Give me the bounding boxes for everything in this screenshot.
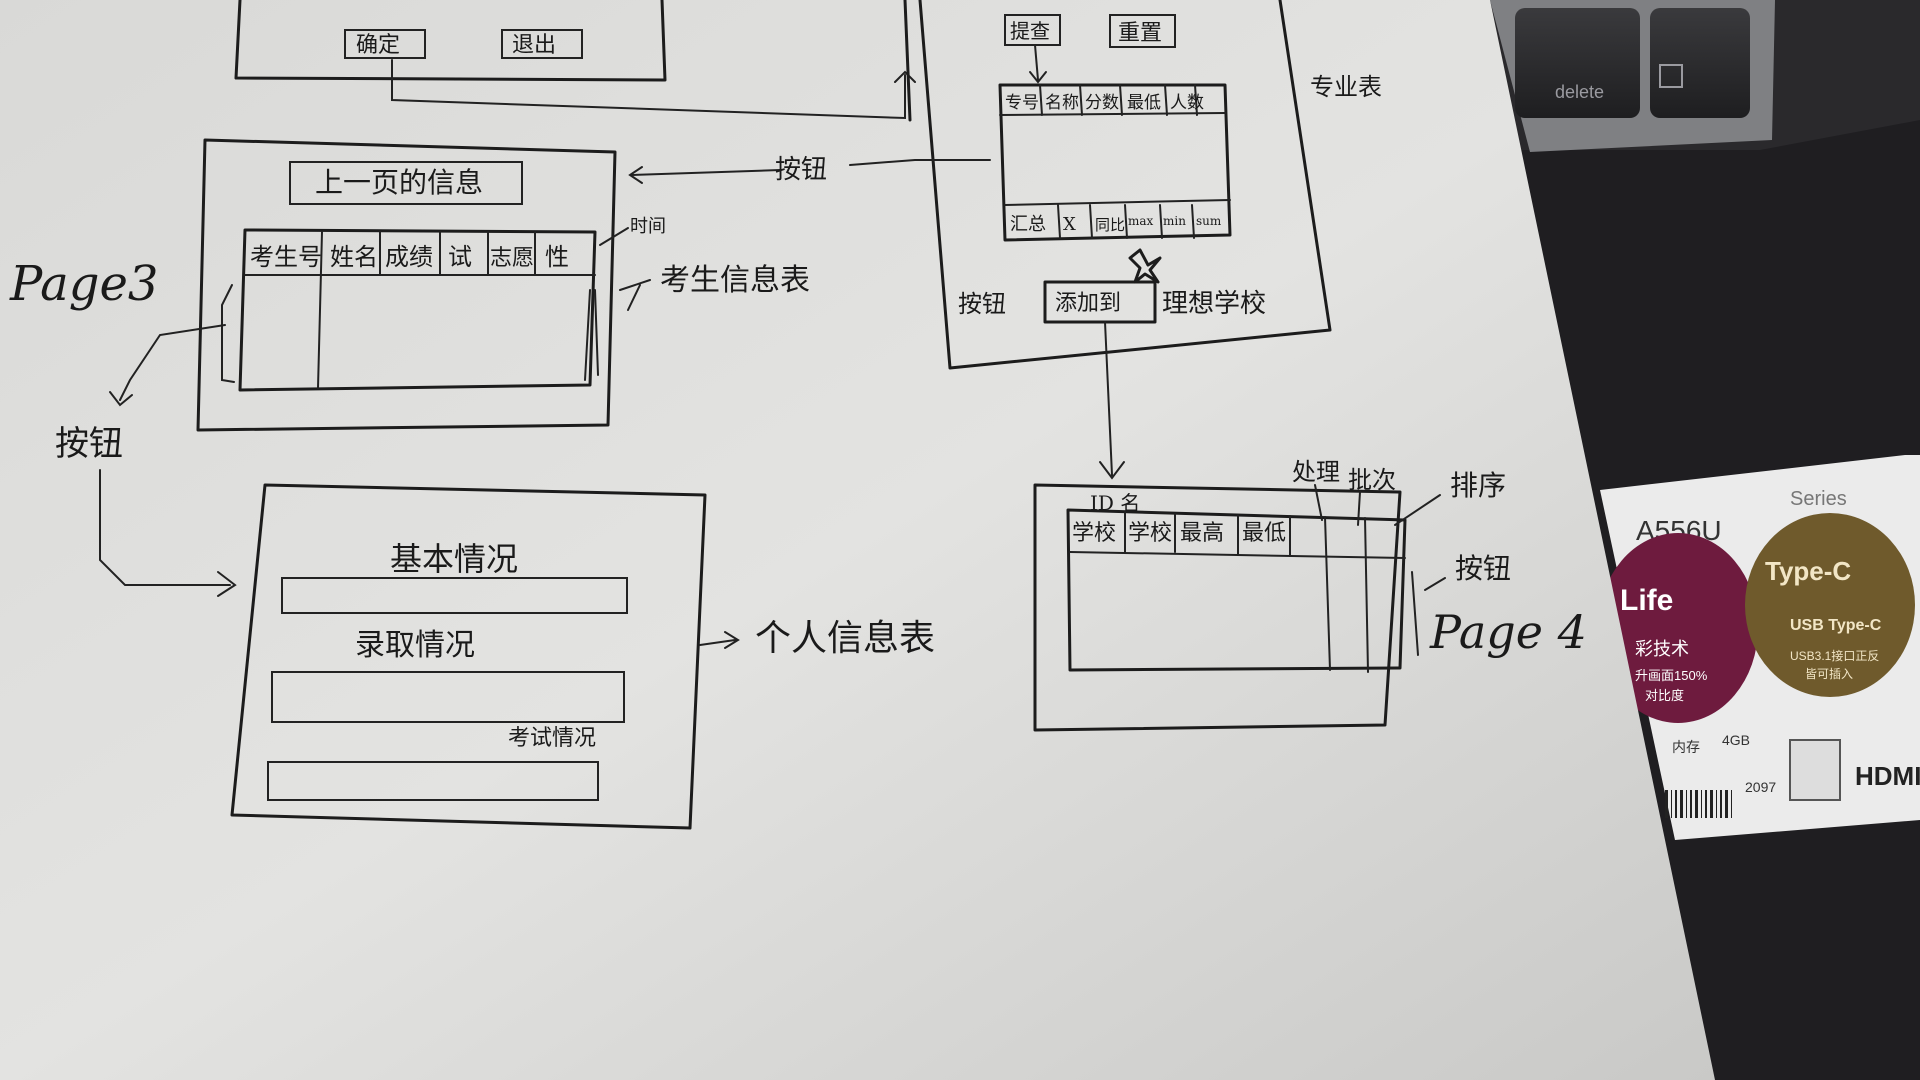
top-right-panel-sketch: 提查 重置 专号 名称 分数 最低 人数 汇总 X 同比 max min sum…: [918, 0, 1382, 480]
summary-col-2: X: [1063, 214, 1076, 235]
typec-line-1: USB3.1接口正反: [1790, 648, 1879, 663]
button-label-left: 按钮: [958, 290, 1006, 318]
major-table-label: 专业表: [1310, 73, 1382, 101]
page3-left-button-label: 按钮: [55, 424, 123, 464]
page3-col-1: 考生号: [250, 243, 322, 271]
personal-table-label: 个人信息表: [755, 618, 935, 659]
page4-annot-process: 处理: [1292, 458, 1340, 486]
page4-annot-sort: 排序: [1450, 469, 1506, 502]
student-table-label: 考生信息表: [660, 263, 810, 298]
life-badge-title: Life: [1620, 584, 1673, 617]
barcode: [1665, 790, 1732, 818]
page4-col-2: 学校: [1128, 521, 1172, 546]
exam-section: 考试情况: [508, 726, 596, 751]
admission-field: [271, 671, 625, 723]
summary-col-1: 汇总: [1010, 214, 1046, 235]
major-col-2: 名称: [1045, 93, 1079, 113]
life-line-1: 彩技术: [1635, 639, 1689, 659]
page3-col-5: 志愿: [490, 246, 534, 271]
typec-badge: [1745, 513, 1915, 697]
calculator-icon: [1659, 64, 1683, 88]
delete-key-label: delete: [1555, 82, 1604, 102]
page4-sketch: ID 名 学校 学校 最高 最低 处理 批次 排序 按钮 Page 4: [1033, 458, 1587, 732]
memory-label: 内存: [1672, 739, 1700, 755]
summary-col-3: 同比: [1095, 216, 1125, 234]
page3-title-box: [289, 161, 523, 205]
page3-col-2: 姓名: [330, 243, 378, 271]
page4-button-label: 按钮: [1455, 552, 1511, 585]
exam-field: [267, 761, 599, 801]
ideal-school-label: 理想学校: [1162, 289, 1266, 319]
query-button: [1004, 14, 1061, 46]
reset-button: [1109, 14, 1176, 48]
page4-col-4: 最低: [1242, 521, 1286, 546]
page4-col-1: 学校: [1072, 521, 1116, 546]
page3-title: 上一页的信息: [315, 166, 483, 199]
add-to-button: [1043, 280, 1157, 324]
paper-sheet: [0, 0, 1715, 1080]
page4-label: Page 4: [1429, 605, 1587, 659]
detail-sketch: 基本情况 录取情况 考试情况 个人信息表: [230, 483, 935, 830]
summary-col-6: sum: [1196, 214, 1222, 228]
calculator-key: [1650, 8, 1750, 118]
memory-value: 4GB: [1722, 732, 1750, 748]
major-col-3: 分数: [1085, 93, 1119, 113]
confirm-button: [344, 29, 426, 59]
page3-col-6: 性: [545, 243, 569, 271]
star-mark: [1128, 248, 1162, 284]
keyboard: delete: [1480, 0, 1920, 152]
page3-arrow-label: 按钮: [775, 155, 827, 185]
page3-sketch: 上一页的信息 考生号 姓名 成绩 试 志愿 性 时间 考生信息表 按钮 Page…: [9, 138, 991, 597]
life-line-3: 对比度: [1645, 688, 1684, 703]
reset-button-label: 重置: [1118, 21, 1162, 46]
add-to-button-label: 添加到: [1055, 291, 1121, 316]
major-col-4: 最低: [1127, 93, 1161, 113]
exit-button-label: 退出: [512, 33, 556, 58]
basic-info-field: [281, 577, 628, 614]
hdmi-logo: HDMI: [1855, 761, 1920, 791]
summary-col-5: min: [1163, 214, 1186, 228]
basic-info-section: 基本情况: [390, 540, 518, 578]
delete-key: [1515, 8, 1640, 118]
page3-label: Page3: [9, 256, 158, 312]
time-label: 时间: [630, 216, 666, 237]
life-badge: [1598, 533, 1758, 723]
major-col-1: 专号: [1005, 93, 1039, 113]
major-col-5: 人数: [1170, 93, 1204, 113]
page3-col-4: 试: [448, 243, 472, 271]
serial-number: 2097: [1745, 779, 1776, 795]
confirm-button-label: 确定: [356, 33, 400, 58]
life-line-2: 升画面150%: [1635, 668, 1708, 683]
typec-line-2: 皆可插入: [1805, 667, 1853, 681]
admission-section: 录取情况: [355, 628, 475, 663]
top-dialog-sketch: 确定 退出: [234, 0, 916, 122]
query-button-label: 提查: [1010, 19, 1050, 43]
sticker-series: Series: [1790, 488, 1847, 510]
page4-annot-batch: 批次: [1348, 466, 1396, 494]
typec-sub: USB Type-C: [1790, 617, 1882, 634]
exit-button: [501, 29, 583, 59]
energy-logo: [1789, 739, 1841, 801]
typec-title: Type-C: [1765, 556, 1851, 586]
page3-col-3: 成绩: [385, 243, 433, 271]
laptop-sticker: A556U Series Life 彩技术 升画面150% 对比度 Type-C…: [1598, 455, 1920, 840]
summary-col-4: max: [1128, 214, 1154, 228]
page4-col-3: 最高: [1180, 521, 1224, 546]
